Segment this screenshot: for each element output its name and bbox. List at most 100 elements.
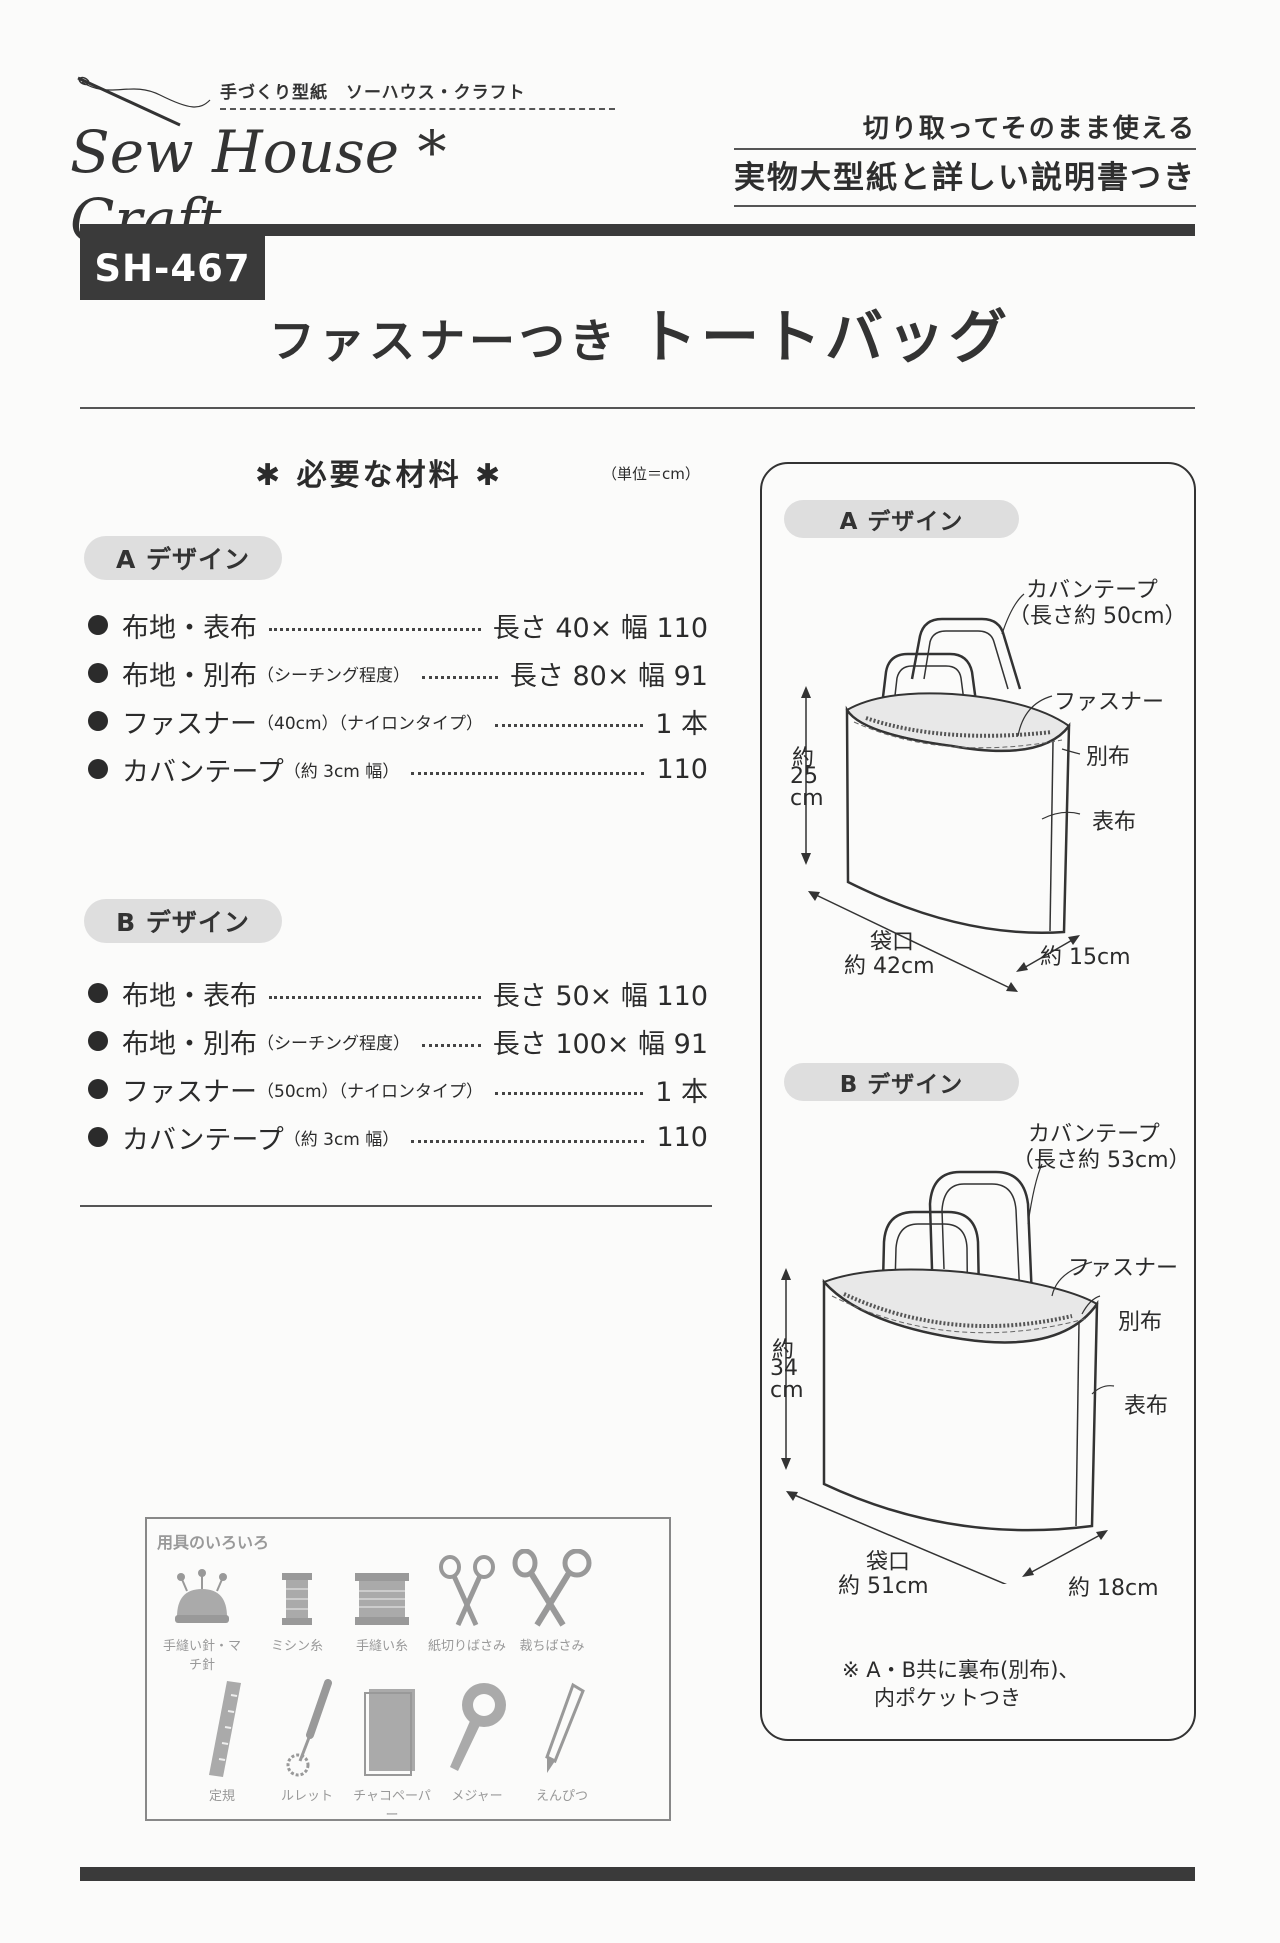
height-label-1: 約 bbox=[792, 746, 815, 771]
dot-leader bbox=[269, 627, 481, 631]
material-value: 110 bbox=[656, 753, 708, 785]
brand-logo: 手づくり型紙 ソーハウス・クラフト Sew House * Craft bbox=[70, 70, 615, 254]
opening-label-1: 袋口 bbox=[870, 930, 915, 955]
materials-heading: ✱ 必要な材料 ✱ bbox=[255, 458, 504, 493]
page-title: ファスナーつき トートバッグ bbox=[0, 290, 1280, 374]
tool-label: 手縫い針・マチ針 bbox=[162, 1639, 241, 1673]
tool-label: 裁ちばさみ bbox=[519, 1639, 585, 1654]
tote-bag-b-illustration bbox=[781, 1163, 1115, 1584]
tagline-divider bbox=[220, 108, 615, 110]
bottom-rule bbox=[80, 1867, 1195, 1881]
tool-label: チャコペーパー bbox=[353, 1789, 431, 1823]
zipper-label: ファスナー bbox=[1054, 690, 1165, 715]
material-row: 布地・表布 長さ 50× 幅 110 bbox=[88, 973, 708, 1013]
material-value: 長さ 100× 幅 91 bbox=[492, 1028, 708, 1060]
material-value: 長さ 40× 幅 110 bbox=[492, 612, 708, 644]
diagram-panel: A デザイン カバンテープ （長さ約 50cm） ファスナー 別布 表布 約 2… bbox=[760, 462, 1196, 1741]
title-part-1: ファスナーつき bbox=[268, 314, 619, 368]
opening-label-1: 袋口 bbox=[866, 1550, 911, 1575]
material-row: ファスナー （40cm）（ナイロンタイプ） 1 本 bbox=[88, 701, 708, 741]
outer-fabric-label: 表布 bbox=[1092, 810, 1137, 835]
material-note: （約 3cm 幅） bbox=[283, 1129, 400, 1150]
tape-length-label: （長さ約 53cm） bbox=[1012, 1148, 1191, 1173]
tool-label: メジャー bbox=[451, 1789, 503, 1804]
tool-label: 定規 bbox=[208, 1789, 235, 1804]
thread-spool-icon bbox=[282, 1573, 312, 1625]
lining-label: 別布 bbox=[1118, 1310, 1163, 1335]
material-name: ファスナー bbox=[122, 1076, 257, 1108]
tape-measure-icon bbox=[450, 1683, 506, 1771]
material-note: （約 3cm 幅） bbox=[283, 761, 400, 782]
materials-divider bbox=[80, 1205, 712, 1207]
material-note: （40cm）（ナイロンタイプ） bbox=[257, 713, 484, 734]
dot-leader bbox=[269, 995, 481, 999]
tools-title: 用具のいろいろ bbox=[157, 1533, 270, 1552]
dot-leader bbox=[411, 771, 645, 775]
dot-leader bbox=[422, 675, 498, 679]
material-value: 1 本 bbox=[655, 708, 708, 740]
tagline: 手づくり型紙 ソーハウス・クラフト bbox=[220, 83, 526, 103]
product-code-badge: SH-467 bbox=[80, 236, 265, 300]
logo-text: Sew House * Craft bbox=[70, 118, 447, 254]
tool-item: 手縫い糸 bbox=[337, 1569, 427, 1654]
material-note: （50cm）（ナイロンタイプ） bbox=[257, 1081, 484, 1102]
needle-icon bbox=[77, 76, 211, 127]
bullet-icon bbox=[88, 615, 108, 635]
material-name: 布地・表布 bbox=[122, 612, 257, 644]
tool-label: ミシン糸 bbox=[270, 1639, 323, 1654]
tool-label: 紙切りばさみ bbox=[427, 1639, 506, 1654]
section-b-label: B デザイン bbox=[84, 899, 282, 943]
opening-label-2: 約 51cm bbox=[838, 1574, 929, 1599]
material-row: 布地・表布 長さ 40× 幅 110 bbox=[88, 605, 708, 645]
header-main-title: 実物大型紙と詳しい説明書つき bbox=[734, 148, 1196, 207]
material-name: カバンテープ bbox=[122, 1124, 284, 1156]
dot-leader bbox=[495, 723, 644, 727]
depth-label: 約 15cm bbox=[1040, 945, 1131, 970]
tool-item: 紙切りばさみ bbox=[422, 1555, 512, 1654]
tool-item: ミシン糸 bbox=[252, 1569, 342, 1654]
tool-label: ルレット bbox=[280, 1789, 333, 1804]
material-value: 1 本 bbox=[655, 1076, 708, 1108]
tools-box: 用具のいろいろ 手縫い針・マチ針 ミシン糸 手縫い糸 bbox=[145, 1517, 671, 1823]
top-rule bbox=[80, 224, 1195, 236]
material-row: 布地・別布 （シーチング程度） 長さ 80× 幅 91 bbox=[88, 653, 708, 693]
tape-label: カバンテープ bbox=[1026, 578, 1158, 603]
height-label-2: 25 bbox=[790, 764, 818, 789]
bullet-icon bbox=[88, 1079, 108, 1099]
material-row: 布地・別布 （シーチング程度） 長さ 100× 幅 91 bbox=[88, 1021, 708, 1061]
dot-leader bbox=[422, 1043, 481, 1047]
tool-item: 裁ちばさみ bbox=[507, 1549, 597, 1654]
opening-label-2: 約 42cm bbox=[844, 954, 935, 979]
material-row: カバンテープ （約 3cm 幅） 110 bbox=[88, 1117, 708, 1157]
height-label-3: cm bbox=[770, 1378, 804, 1403]
material-value: 長さ 80× 幅 91 bbox=[509, 660, 708, 692]
tote-bag-a-illustration bbox=[801, 593, 1081, 992]
tool-item: 定規 bbox=[177, 1679, 267, 1804]
outer-fabric-label: 表布 bbox=[1124, 1394, 1169, 1419]
lining-note-line-1: ※ A・B共に裏布(別布)、 bbox=[842, 1658, 1080, 1682]
material-value: 110 bbox=[656, 1121, 708, 1153]
bullet-icon bbox=[88, 711, 108, 731]
height-label-1: 約 bbox=[772, 1338, 795, 1363]
bullet-icon bbox=[88, 663, 108, 683]
tool-label: えんぴつ bbox=[535, 1789, 588, 1804]
bullet-icon bbox=[88, 983, 108, 1003]
material-name: ファスナー bbox=[122, 708, 257, 740]
fabric-scissors-icon bbox=[512, 1549, 592, 1627]
thread-spool-wide-icon bbox=[355, 1573, 409, 1625]
diagram-b-label: B デザイン bbox=[784, 1063, 1019, 1101]
header-subtitle: 切り取ってそのまま使える bbox=[862, 114, 1196, 144]
ruler-icon bbox=[209, 1681, 241, 1777]
tape-label: カバンテープ bbox=[1028, 1122, 1160, 1147]
chalk-paper-icon bbox=[364, 1689, 415, 1776]
pencil-icon bbox=[545, 1682, 585, 1773]
material-name: 布地・別布 bbox=[122, 660, 257, 692]
title-part-2: トートバッグ bbox=[639, 303, 1012, 371]
material-name: 布地・表布 bbox=[122, 980, 257, 1012]
tracing-wheel-icon bbox=[286, 1679, 332, 1777]
depth-label: 約 18cm bbox=[1068, 1576, 1159, 1601]
tool-item: チャコペーパー bbox=[347, 1679, 437, 1823]
material-note: （シーチング程度） bbox=[257, 665, 410, 686]
lining-label: 別布 bbox=[1086, 745, 1131, 770]
material-note: （シーチング程度） bbox=[257, 1033, 410, 1054]
